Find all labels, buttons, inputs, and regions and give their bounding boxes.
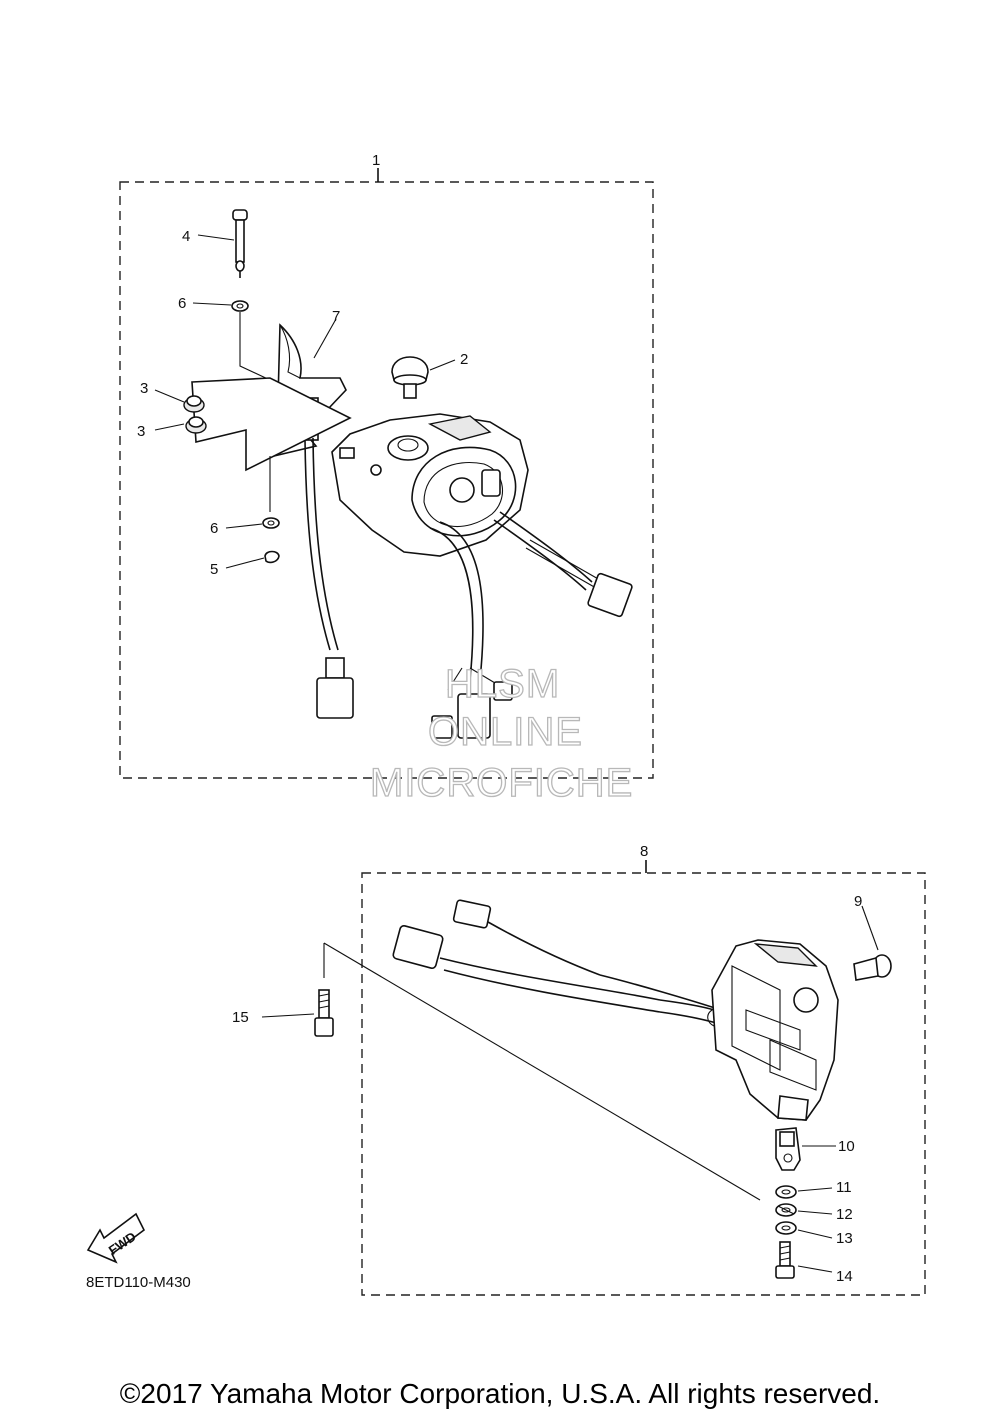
group-8-boundary — [361, 872, 926, 1296]
callout-14[interactable]: 14 — [836, 1268, 853, 1285]
callout-3-upper[interactable]: 3 — [140, 380, 148, 397]
watermark-line-3: MICROFICHE — [370, 761, 633, 805]
knob-part-2[interactable] — [391, 356, 429, 399]
washer-part-13[interactable] — [775, 1221, 797, 1235]
grommet-part-3-upper[interactable] — [183, 395, 205, 413]
callout-2[interactable]: 2 — [460, 351, 468, 368]
callout-6-upper[interactable]: 6 — [178, 295, 186, 312]
grommet-part-3-lower[interactable] — [185, 416, 207, 434]
fwd-arrow-icon: FWD — [86, 1212, 146, 1264]
callout-10[interactable]: 10 — [838, 1138, 855, 1155]
group-1-boundary — [119, 181, 654, 779]
callout-5[interactable]: 5 — [210, 561, 218, 578]
copyright-notice: ©2017 Yamaha Motor Corporation, U.S.A. A… — [119, 1378, 881, 1409]
callout-11[interactable]: 11 — [836, 1179, 852, 1196]
callout-4[interactable]: 4 — [182, 228, 190, 245]
washer-part-11[interactable] — [775, 1185, 797, 1199]
callout-15[interactable]: 15 — [232, 1009, 249, 1026]
harness-connector-large[interactable] — [392, 924, 444, 970]
switch-housing[interactable] — [331, 413, 529, 557]
screw-part-9[interactable] — [853, 954, 892, 981]
callout-13[interactable]: 13 — [836, 1230, 853, 1247]
lock-washer-part-12[interactable] — [775, 1203, 797, 1217]
callout-9[interactable]: 9 — [854, 893, 862, 910]
callout-6-lower[interactable]: 6 — [210, 520, 218, 537]
switch-body-part-8[interactable] — [707, 939, 839, 1121]
connector-lower[interactable] — [457, 693, 491, 739]
connector-right[interactable] — [587, 572, 633, 618]
washer-part-6-lower[interactable] — [262, 517, 280, 529]
watermark-line-2: ONLINE — [428, 710, 583, 754]
bolt-part-15[interactable] — [314, 989, 334, 1037]
clip-part-5[interactable] — [264, 550, 280, 564]
callout-1[interactable]: 1 — [372, 152, 380, 169]
callout-8[interactable]: 8 — [640, 843, 648, 860]
callout-7[interactable]: 7 — [332, 308, 340, 325]
watermark-line-1: HLSM — [445, 662, 560, 706]
washer-part-6-upper[interactable] — [231, 300, 249, 312]
connector-left[interactable] — [316, 677, 354, 719]
harness-connector-small[interactable] — [452, 899, 492, 929]
callout-3-lower[interactable]: 3 — [137, 423, 145, 440]
fitting-part-10[interactable] — [775, 1127, 801, 1171]
callout-12[interactable]: 12 — [836, 1206, 853, 1223]
pin-part-4[interactable] — [232, 209, 248, 278]
bolt-part-14[interactable] — [775, 1241, 795, 1279]
diagram-code: 8ETD110-M430 — [86, 1274, 191, 1291]
